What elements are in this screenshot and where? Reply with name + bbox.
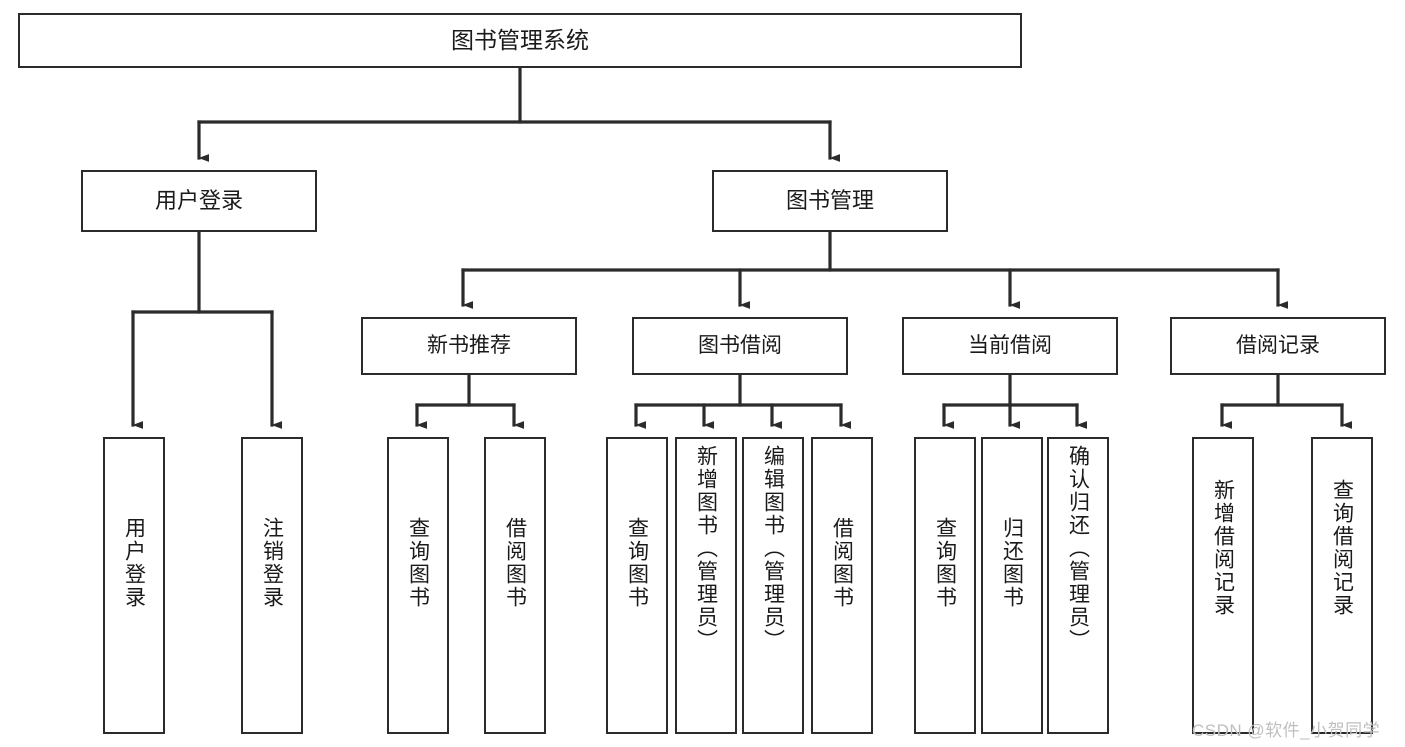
node-current-borrow[interactable]: 当前借阅	[902, 317, 1118, 375]
node-root[interactable]: 图书管理系统	[18, 13, 1022, 68]
leaf-borrow-book-2-label: 借阅图书	[830, 517, 854, 609]
leaf-query-record[interactable]: 查询借阅记录	[1311, 437, 1373, 734]
leaf-borrow-book-1-label: 借阅图书	[503, 517, 527, 609]
leaf-query-book-2[interactable]: 查询图书	[606, 437, 668, 734]
leaf-user-login[interactable]: 用户登录	[103, 437, 165, 734]
leaf-add-record[interactable]: 新增借阅记录	[1192, 437, 1254, 734]
node-borrow-record[interactable]: 借阅记录	[1170, 317, 1386, 375]
leaf-add-book[interactable]: 新增图书（管理员）	[675, 437, 737, 734]
leaf-return-book[interactable]: 归还图书	[981, 437, 1043, 734]
node-root-label: 图书管理系统	[451, 26, 589, 53]
leaf-confirm-return-label: 确认归还（管理员）	[1066, 445, 1090, 652]
leaf-user-login-label: 用户登录	[122, 517, 146, 609]
node-book-borrow-label: 图书借阅	[698, 333, 782, 357]
leaf-add-record-label: 新增借阅记录	[1211, 479, 1235, 617]
leaf-return-book-label: 归还图书	[1000, 517, 1024, 609]
leaf-query-book-2-label: 查询图书	[625, 517, 649, 609]
node-book-manage[interactable]: 图书管理	[712, 170, 948, 232]
leaf-query-record-label: 查询借阅记录	[1330, 479, 1354, 617]
leaf-edit-book-label: 编辑图书（管理员）	[761, 445, 785, 652]
leaf-confirm-return[interactable]: 确认归还（管理员）	[1047, 437, 1109, 734]
node-current-borrow-label: 当前借阅	[968, 333, 1052, 357]
csdn-watermark: CSDN @软件_小贺同学	[1192, 721, 1381, 740]
leaf-logout[interactable]: 注销登录	[241, 437, 303, 734]
node-new-book-rec-label: 新书推荐	[427, 333, 511, 357]
node-book-manage-label: 图书管理	[785, 188, 874, 214]
node-user-login-label: 用户登录	[154, 188, 243, 214]
node-user-login[interactable]: 用户登录	[81, 170, 317, 232]
leaf-query-book-3[interactable]: 查询图书	[914, 437, 976, 734]
leaf-query-book-1-label: 查询图书	[406, 517, 430, 609]
node-new-book-rec[interactable]: 新书推荐	[361, 317, 577, 375]
leaf-query-book-3-label: 查询图书	[933, 517, 957, 609]
leaf-query-book-1[interactable]: 查询图书	[387, 437, 449, 734]
leaf-borrow-book-1[interactable]: 借阅图书	[484, 437, 546, 734]
leaf-add-book-label: 新增图书（管理员）	[694, 445, 718, 652]
leaf-edit-book[interactable]: 编辑图书（管理员）	[742, 437, 804, 734]
node-book-borrow[interactable]: 图书借阅	[632, 317, 848, 375]
node-borrow-record-label: 借阅记录	[1236, 333, 1320, 357]
leaf-logout-label: 注销登录	[260, 517, 284, 609]
leaf-borrow-book-2[interactable]: 借阅图书	[811, 437, 873, 734]
